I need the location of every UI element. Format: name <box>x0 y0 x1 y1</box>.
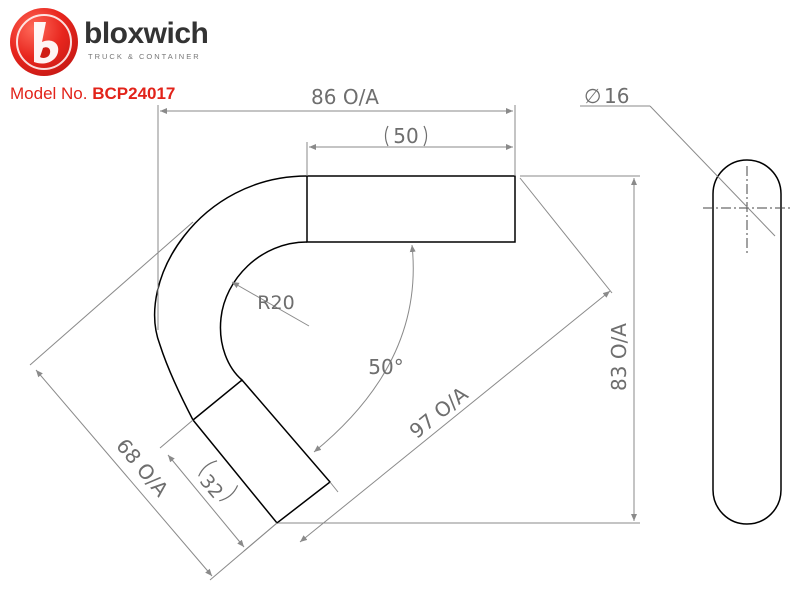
dimension-labels: 86 O/A 50 ∅ 16 R20 50° 97 O/A 83 O/A 68 … <box>111 84 631 503</box>
dim-bend-radius-leader <box>231 281 310 327</box>
label-straight-length: 50 <box>393 124 418 148</box>
label-overall-width: 86 O/A <box>311 85 379 109</box>
end-view <box>703 159 792 525</box>
paren-right <box>423 125 428 147</box>
end-view-outline <box>712 159 782 525</box>
paren-left <box>384 125 389 147</box>
inner-bend <box>219 241 308 381</box>
model-label: Model No. <box>10 84 88 103</box>
dim-leg-overall <box>35 369 213 577</box>
brand-header: bloxwich TRUCK & CONTAINER <box>10 8 250 78</box>
leg-section <box>191 378 332 525</box>
paren-32-left <box>198 460 218 477</box>
label-bend-radius: R20 <box>257 292 294 314</box>
straight-section <box>306 175 516 243</box>
dim-leg-length <box>167 454 245 548</box>
brand-name: bloxwich <box>84 17 209 50</box>
label-leg-length: 32 <box>195 470 227 503</box>
ext-line-68-top <box>29 221 194 366</box>
paren-32-right <box>219 485 239 502</box>
dim-diagonal-length <box>299 290 611 543</box>
diameter-symbol: ∅ <box>584 84 601 108</box>
dia-leader <box>649 105 776 237</box>
model-number: BCP24017 <box>92 84 176 103</box>
ext-line-32-bottom <box>243 522 278 552</box>
model-number-line: Model No. BCP24017 <box>10 84 175 104</box>
label-bend-angle: 50° <box>368 355 403 379</box>
ext-line-32-top <box>159 419 194 449</box>
ext-line-97-mid <box>329 481 339 493</box>
label-diagonal-length: 97 O/A <box>405 382 473 444</box>
part-outline <box>154 175 516 525</box>
label-diameter: 16 <box>604 84 629 108</box>
dim-bend-angle-arc <box>313 244 416 453</box>
bloxwich-logo-icon <box>10 8 78 76</box>
dimension-lines <box>29 105 776 581</box>
label-overall-height: 83 O/A <box>607 323 631 391</box>
ext-line-97-top <box>519 177 613 294</box>
brand-tagline: TRUCK & CONTAINER <box>88 52 201 61</box>
